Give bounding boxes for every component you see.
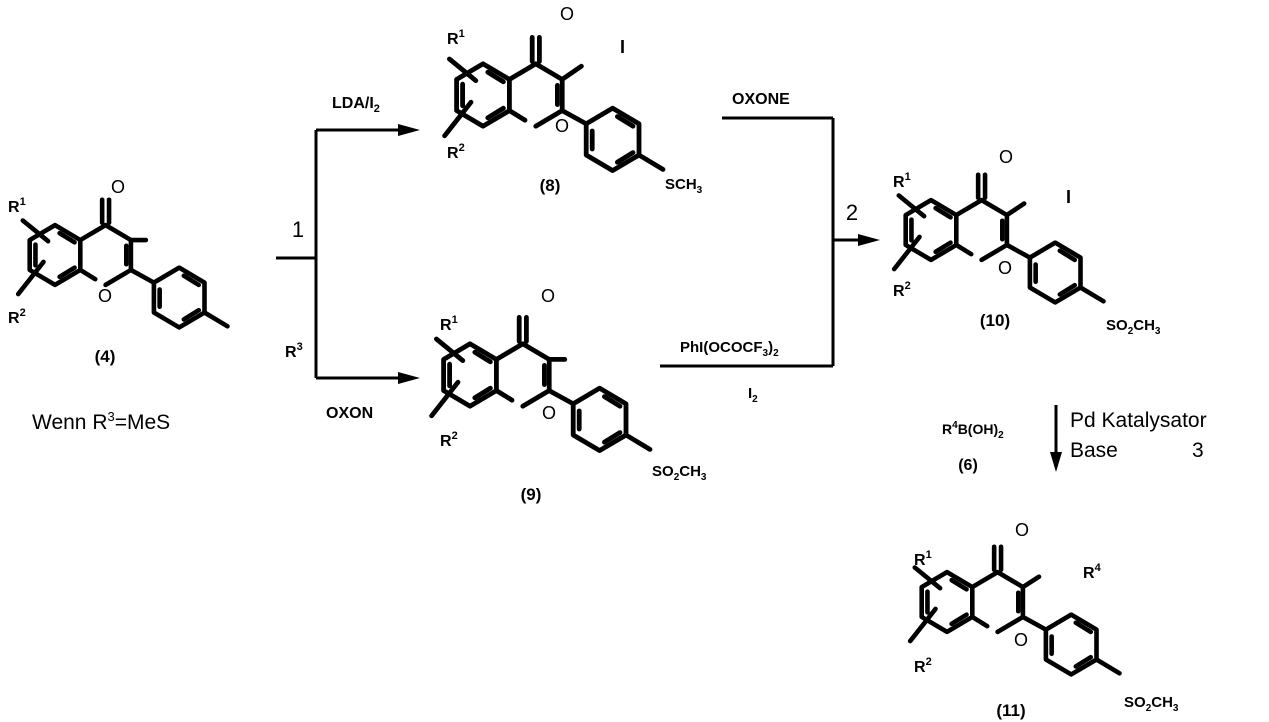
c6-label: (6) <box>958 457 978 474</box>
step-3-label: 3 <box>1192 439 1204 462</box>
lda-reagent: LDA/I2 <box>332 95 380 115</box>
oxone-reagent: OXONE <box>732 91 790 108</box>
c8-carbonyl-o: O <box>560 4 574 24</box>
c8-r1: R1 <box>447 28 465 48</box>
iodine-reagent: I2 <box>748 385 758 405</box>
c8-label: (8) <box>540 176 561 195</box>
step-2-arrows <box>660 118 880 366</box>
base-label: Base <box>1070 439 1118 462</box>
c11-r2: R2 <box>914 656 932 676</box>
c10-r1: R1 <box>893 171 911 191</box>
c9-r2: R2 <box>440 430 458 450</box>
c11-ring-o: O <box>1014 630 1028 650</box>
c8-iodine: I <box>620 37 625 57</box>
c8-sch3: SCH3 <box>665 176 703 196</box>
c10-carbonyl-o: O <box>999 147 1013 167</box>
c9-carbonyl-o: O <box>541 286 555 306</box>
c11-carbonyl-o: O <box>1015 520 1029 540</box>
c10-ring-o: O <box>998 258 1012 278</box>
compound-9 <box>432 317 650 450</box>
c9-r1: R1 <box>440 314 458 334</box>
c4-label: (4) <box>95 347 116 366</box>
boronic-acid: R4B(OH)2 <box>942 420 1004 441</box>
oxon-reagent: OXON <box>326 405 373 422</box>
compound-8 <box>445 37 663 170</box>
c4-r1: R1 <box>8 196 26 216</box>
c4-r2: R2 <box>8 307 26 327</box>
step-2-label: 2 <box>846 200 858 225</box>
condition-note: Wenn R3=MeS <box>32 409 170 434</box>
c10-label: (10) <box>980 311 1010 330</box>
c4-ring-o: O <box>98 286 112 306</box>
c11-r1: R1 <box>914 549 932 569</box>
step-1-label: 1 <box>292 217 304 242</box>
c10-iodine: I <box>1066 187 1071 207</box>
step-3-arrow <box>1050 405 1062 472</box>
c10-so2ch3: SO2CH3 <box>1106 317 1161 337</box>
phi-reagent: PhI(OCOCF3)2 <box>680 339 779 359</box>
c4-r3: R3 <box>285 341 303 361</box>
c11-label: (11) <box>996 701 1025 720</box>
c8-r2: R2 <box>447 142 465 162</box>
c9-ring-o: O <box>542 403 556 423</box>
c8-ring-o: O <box>555 116 569 136</box>
c4-carbonyl-o: O <box>111 177 125 197</box>
c10-r2: R2 <box>893 280 911 300</box>
compound-10 <box>894 175 1103 303</box>
c11-so2ch3: SO2CH3 <box>1124 694 1179 714</box>
c11-r4: R4 <box>1083 562 1102 582</box>
c9-so2ch3: SO2CH3 <box>652 463 707 483</box>
catalyst-label: Pd Katalysator <box>1070 409 1207 432</box>
compound-4 <box>18 200 227 328</box>
c9-label: (9) <box>521 485 542 504</box>
